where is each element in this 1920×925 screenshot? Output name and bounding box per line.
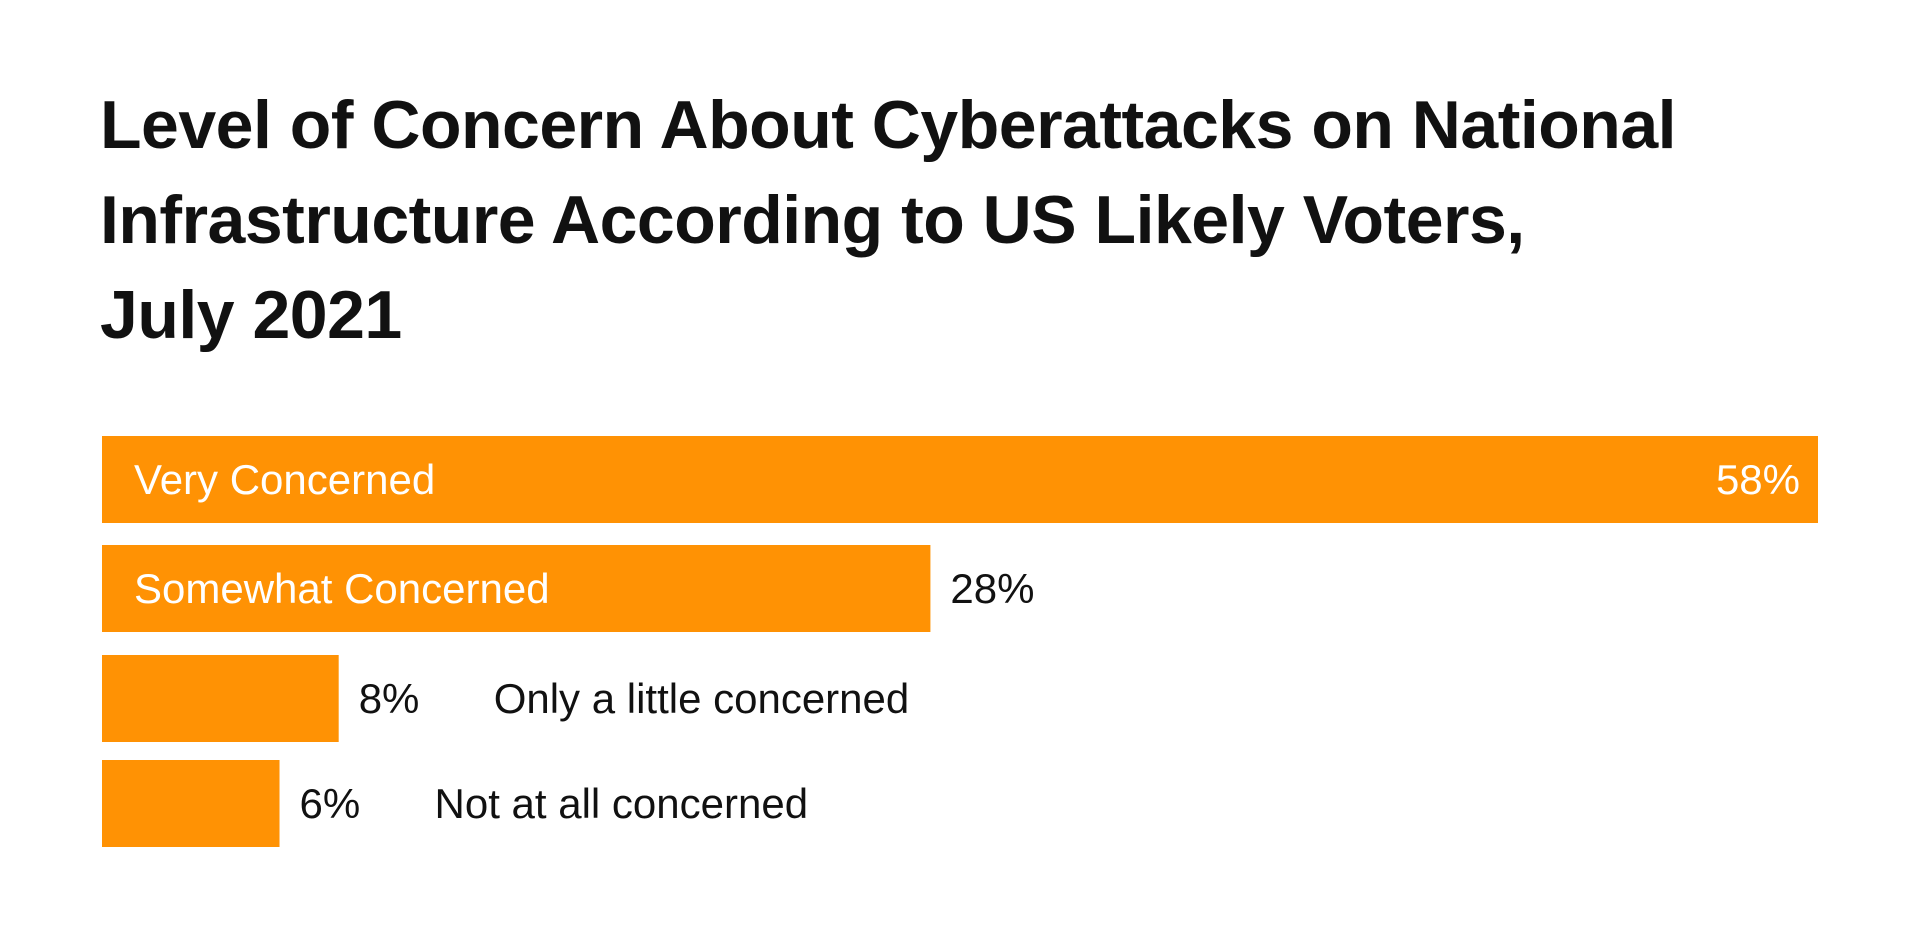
value-label-0: 58% <box>1716 456 1800 503</box>
category-label-0: Very Concerned <box>134 456 435 503</box>
value-label-1: 28% <box>950 565 1034 612</box>
chart-title-line-3: July 2021 <box>100 277 402 353</box>
bar-2 <box>102 655 339 742</box>
chart-title: Level of Concern About Cyberattacks on N… <box>100 78 1860 363</box>
value-label-2: 8% <box>359 675 420 722</box>
chart-title-line-2: Infrastructure According to US Likely Vo… <box>100 182 1525 258</box>
category-label-3: Not at all concerned <box>435 780 809 827</box>
category-label-1: Somewhat Concerned <box>134 565 550 612</box>
value-label-3: 6% <box>300 780 361 827</box>
bar-0 <box>102 436 1818 523</box>
category-label-2: Only a little concerned <box>494 675 910 722</box>
chart-title-line-1: Level of Concern About Cyberattacks on N… <box>100 87 1677 163</box>
bar-1 <box>102 545 931 632</box>
bar-3 <box>102 760 280 847</box>
